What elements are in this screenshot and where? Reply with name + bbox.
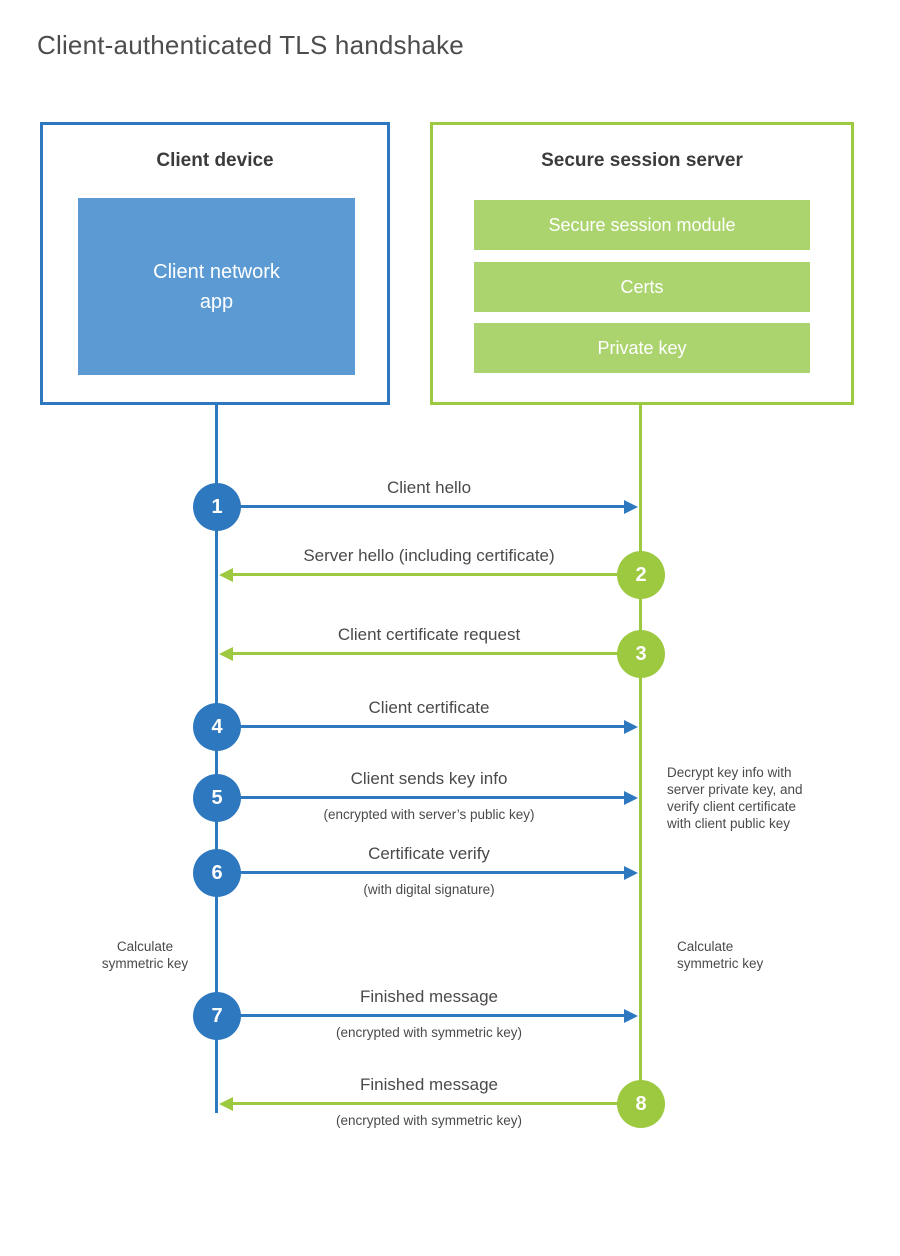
secure-session-module-bar: Secure session module [474,200,810,250]
arrow-right-icon [624,791,638,805]
message-label-2: Server hello (including certificate) [303,546,555,565]
server-heading: Secure session server [541,150,743,171]
message-label-1: Client hello [386,478,472,497]
message-label-7: Finished message [360,987,498,1006]
arrow-right-icon [624,1009,638,1023]
arrow-left-icon [219,647,233,661]
message-line-3 [233,652,641,655]
step-circle-8: 8 [617,1080,665,1128]
message-line-5 [217,796,624,799]
message-label-8: Finished message [360,1075,498,1094]
client-network-app-box: Client network app [78,198,355,375]
private-key-bar: Private key [474,323,810,373]
message-sublabel-8: (encrypted with symmetric key) [335,1113,523,1128]
arrow-left-icon [219,1097,233,1111]
step-circle-2: 2 [617,551,665,599]
step-circle-5: 5 [193,774,241,822]
message-line-2 [233,573,641,576]
message-sublabel-7: (encrypted with symmetric key) [335,1025,523,1040]
message-line-7 [217,1014,624,1017]
message-sublabel-6: (with digital signature) [363,882,495,897]
step-circle-3: 3 [617,630,665,678]
message-label-5: Client sends key info [350,769,508,788]
client-device-box: Client device Client network app [40,122,390,405]
arrow-right-icon [624,500,638,514]
arrow-right-icon [624,866,638,880]
message-sublabel-5: (encrypted with server’s public key) [323,807,535,822]
note-calculate-symmetric-key-server: Calculate symmetric key [677,939,764,971]
server-box: Secure session server Secure session mod… [430,122,854,405]
step-circle-7: 7 [193,992,241,1040]
certs-bar: Certs [474,262,810,312]
message-line-4 [217,725,624,728]
server-lifeline [639,405,642,1104]
step-circle-4: 4 [193,703,241,751]
message-line-1 [217,505,624,508]
page-title: Client-authenticated TLS handshake [37,30,464,60]
step-circle-1: 1 [193,483,241,531]
arrow-right-icon [624,720,638,734]
client-lifeline [215,405,218,1113]
client-device-heading: Client device [156,150,274,171]
message-label-6: Certificate verify [368,844,490,863]
note-decrypt-key-info: Decrypt key info with server private key… [667,765,803,831]
arrow-left-icon [219,568,233,582]
message-line-8 [233,1102,641,1105]
note-calculate-symmetric-key-client: Calculate symmetric key [101,939,189,971]
message-label-3: Client certificate request [337,625,521,644]
message-line-6 [217,871,624,874]
message-label-4: Client certificate [368,698,490,717]
step-circle-6: 6 [193,849,241,897]
